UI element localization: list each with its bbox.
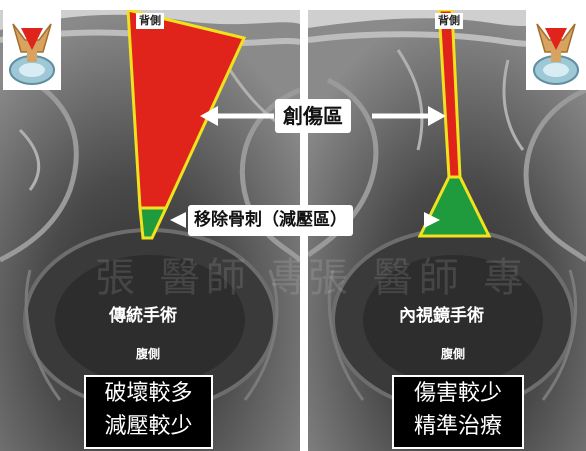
trauma-arrow-left xyxy=(200,106,274,126)
trauma-zone-label: 創傷區 xyxy=(275,99,351,133)
decompression-arrow-right xyxy=(424,212,440,228)
decompression-arrow-left xyxy=(170,212,186,228)
trauma-arrow-right xyxy=(372,106,446,126)
decompression-label: 移除骨刺（減壓區） xyxy=(188,205,353,236)
